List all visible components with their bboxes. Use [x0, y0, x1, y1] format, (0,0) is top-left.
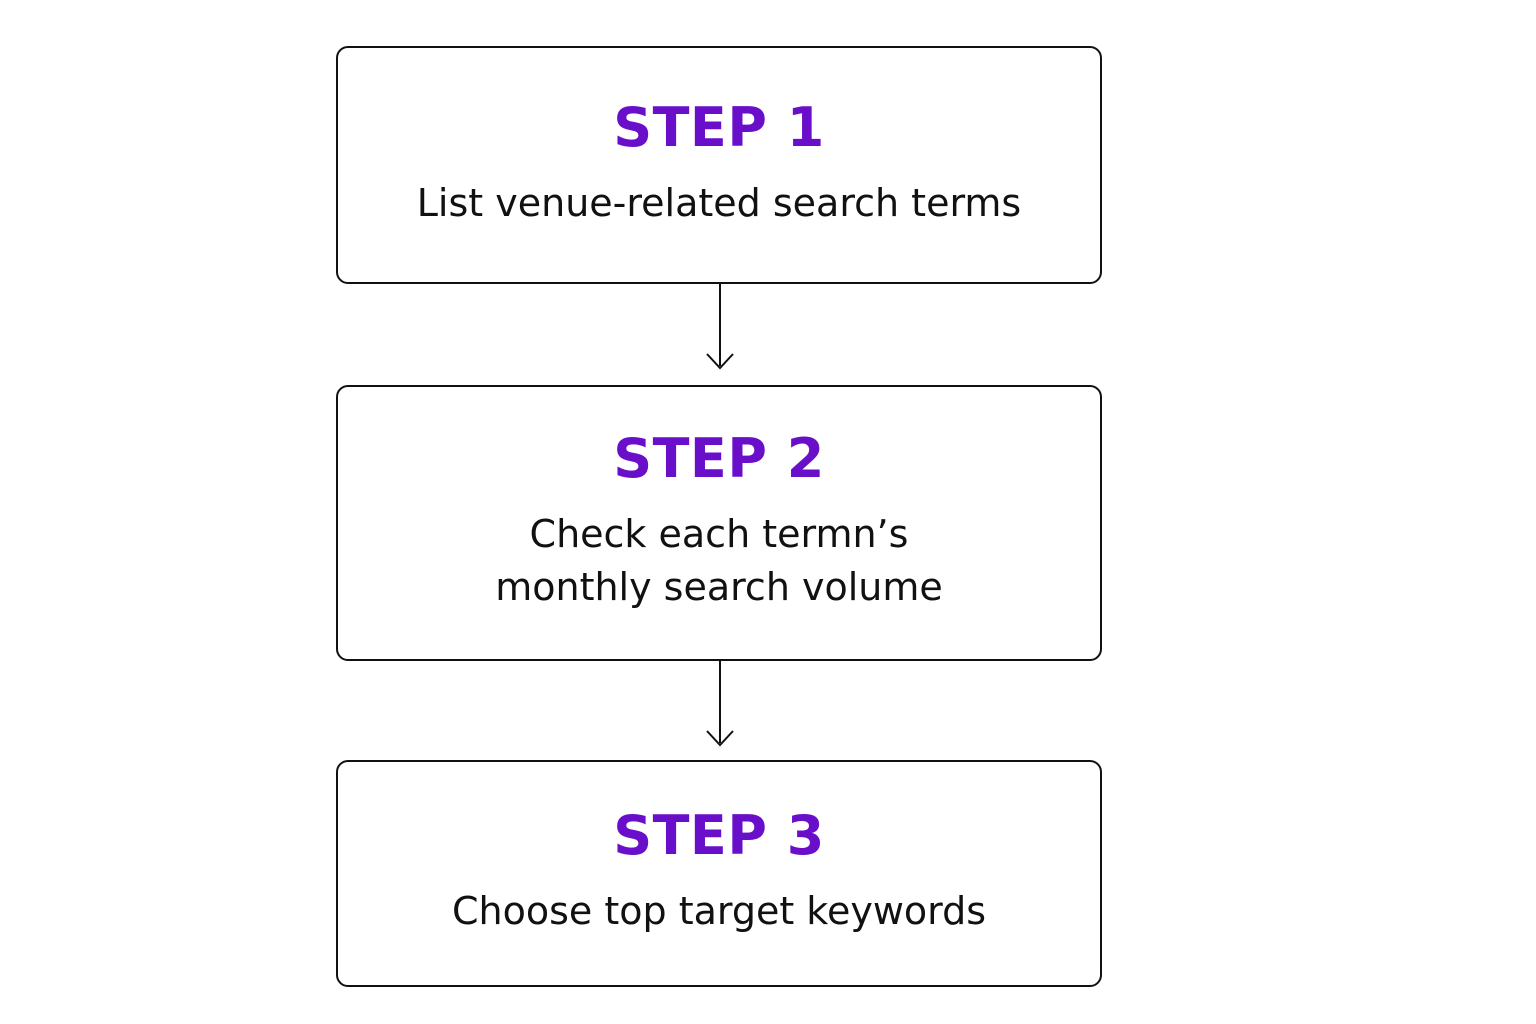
step-description-3-line-1: Choose top target keywords — [451, 889, 987, 933]
connector-arrow-2-to-3 — [706, 661, 734, 747]
connector-arrow-1-to-2 — [706, 284, 734, 370]
step-title-1: STEP 1 — [613, 95, 825, 159]
step-title-3: STEP 3 — [613, 804, 825, 867]
step-description-1-line-1: List venue-related search terms — [416, 180, 1022, 225]
step-description-3: Choose top target keywords — [452, 885, 986, 938]
step-description-2-line-1: Check each termn’s — [529, 512, 909, 556]
step-description-2: Check each termn’s monthly search volume — [495, 508, 943, 614]
step-box-2: STEP 2 Check each termn’s monthly search… — [336, 385, 1102, 661]
step-title-2: STEP 2 — [613, 427, 825, 490]
step-description-2-line-2: monthly search volume — [495, 565, 943, 609]
step-description-1: List venue-related search terms — [417, 177, 1021, 230]
step-box-1: STEP 1 List venue-related search terms — [336, 46, 1102, 284]
step-box-3: STEP 3 Choose top target keywords — [336, 760, 1102, 987]
